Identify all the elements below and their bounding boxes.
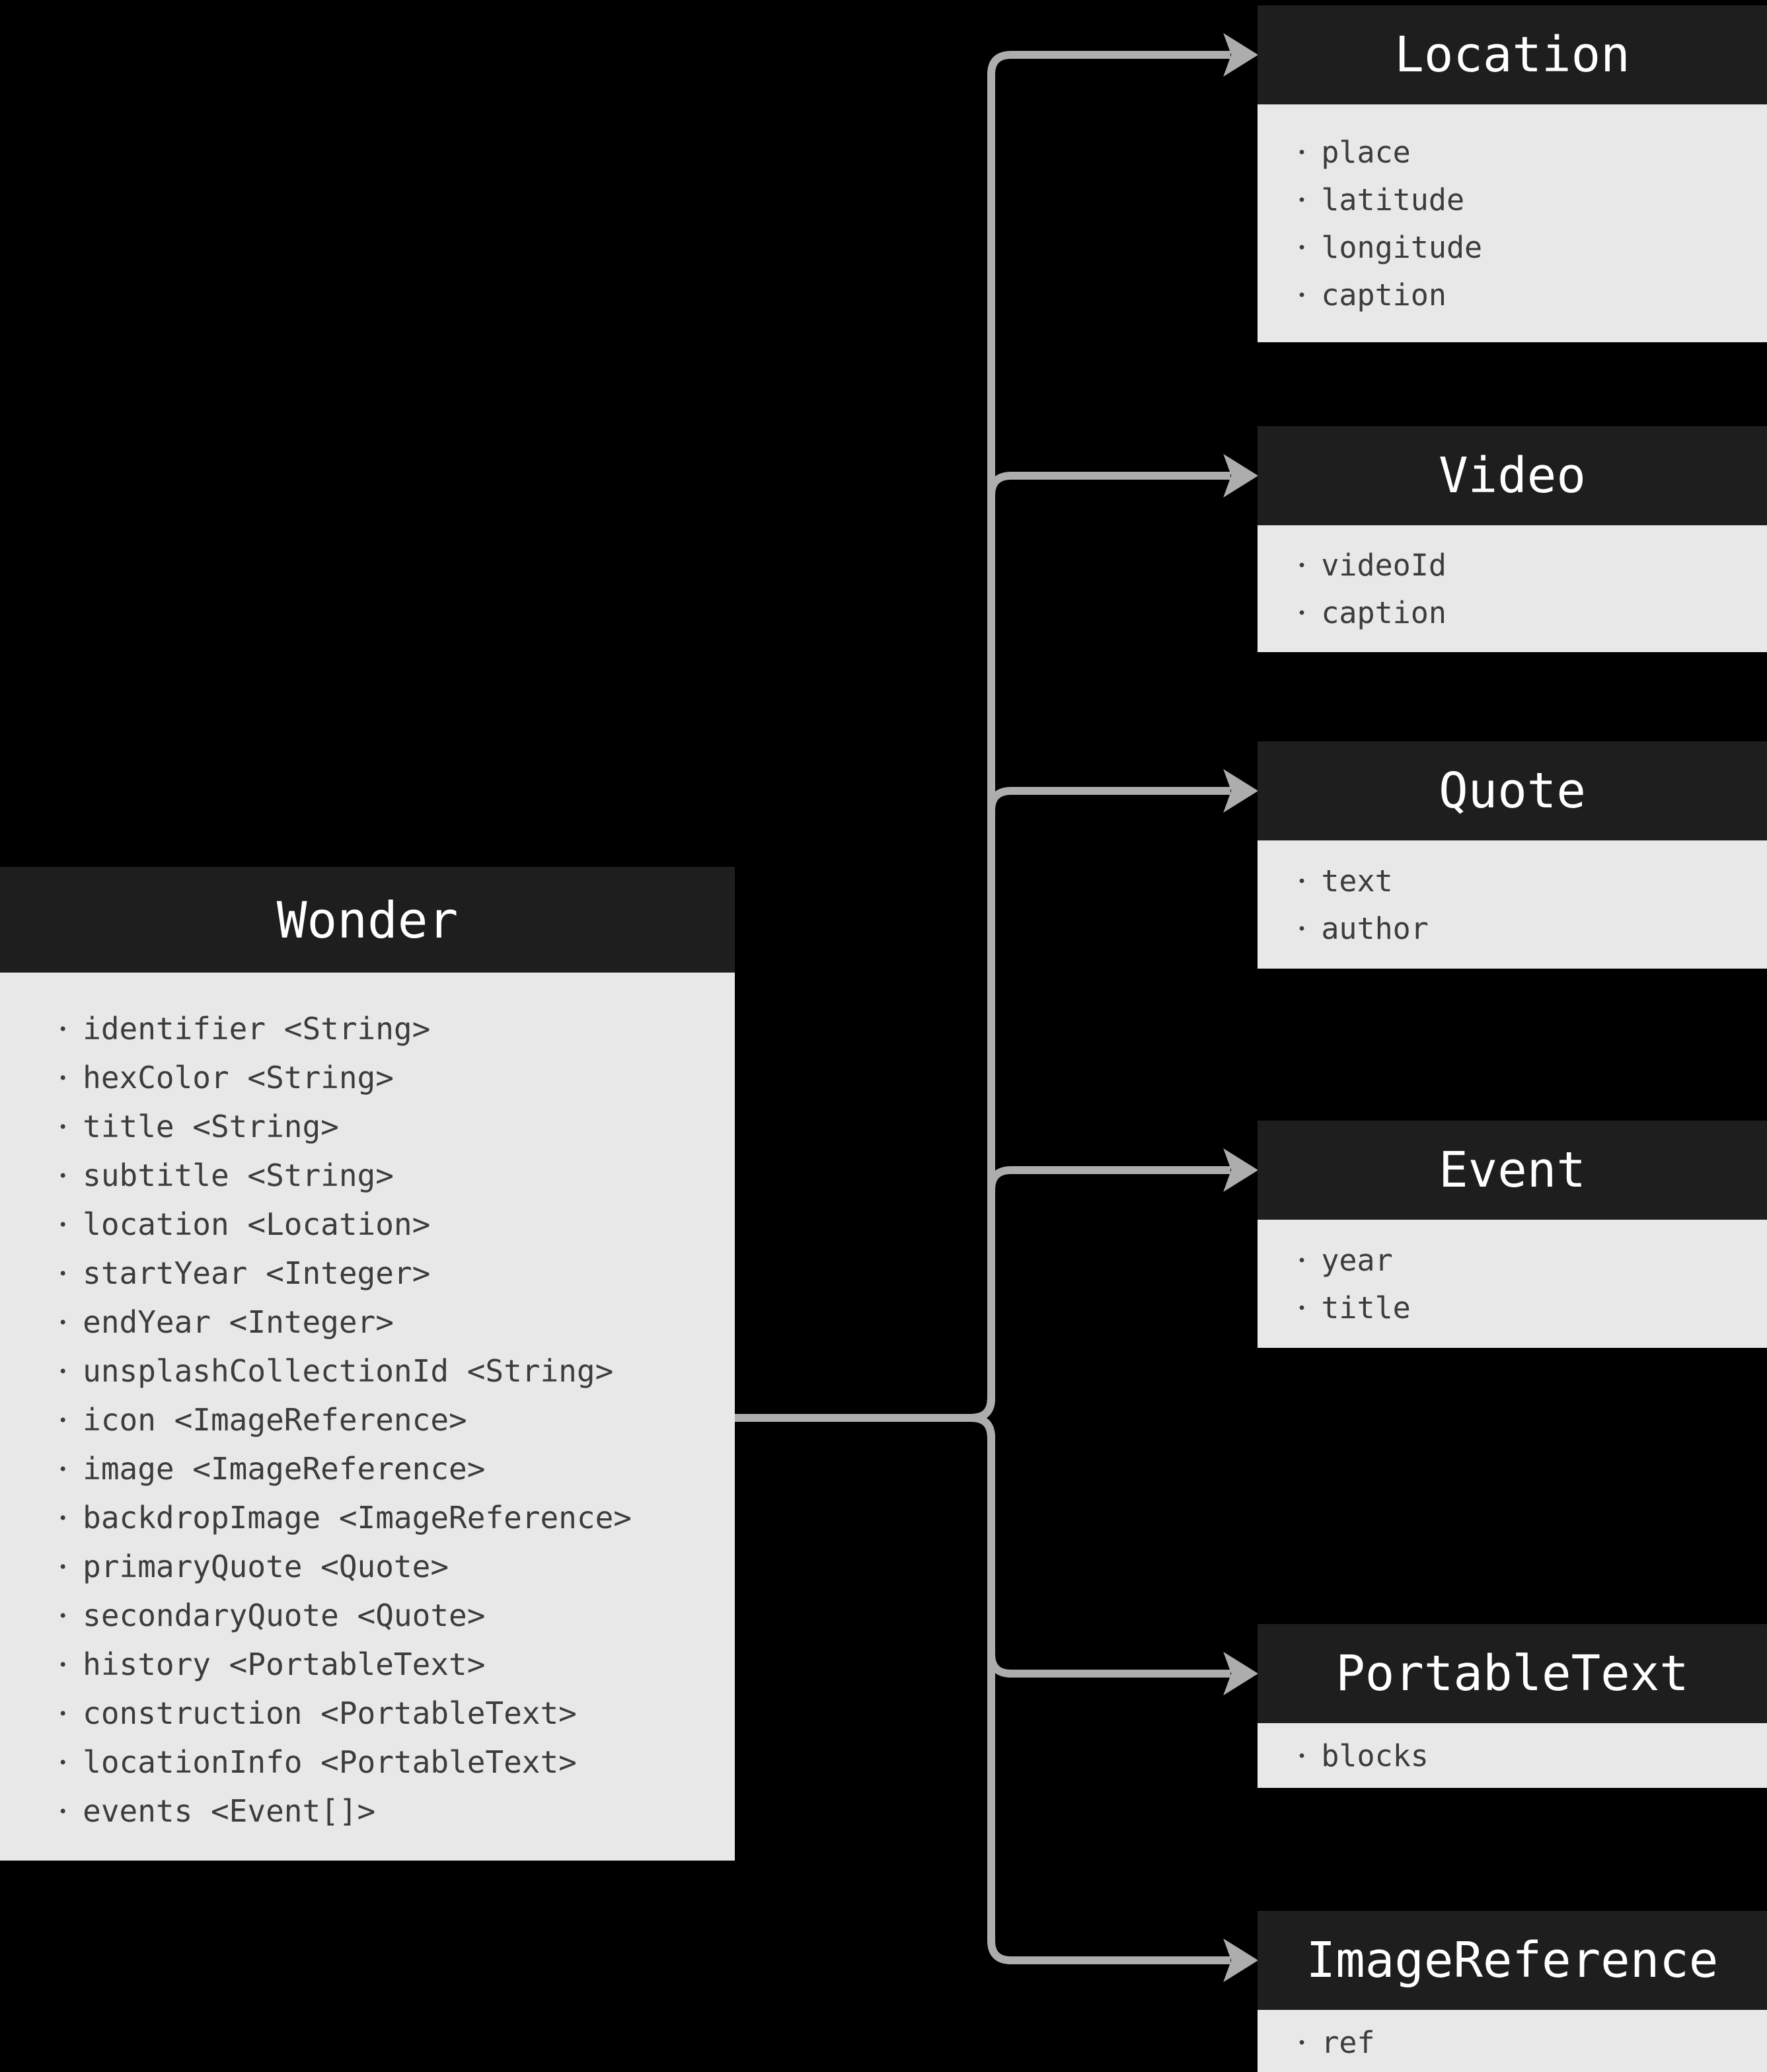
- entity-video-header: Video: [1258, 426, 1767, 525]
- field-item: subtitle <String>: [58, 1151, 722, 1200]
- field-item: secondaryQuote <Quote>: [58, 1591, 722, 1640]
- entity-video-field-list: videoId caption: [1258, 525, 1767, 652]
- entity-location-title: Location: [1394, 26, 1630, 83]
- entity-quote: Quote text author: [1258, 741, 1767, 969]
- connector-wonder-to-quote: [733, 769, 1259, 1422]
- entity-quote-title: Quote: [1439, 762, 1586, 819]
- entity-event-header: Event: [1258, 1121, 1767, 1220]
- field-item: locationInfo <PortableText>: [58, 1738, 722, 1787]
- field-item: place: [1297, 128, 1767, 176]
- entity-quote-field-list: text author: [1258, 840, 1767, 969]
- field-item: caption: [1297, 589, 1767, 636]
- field-item: title: [1297, 1284, 1767, 1331]
- entity-imagereference-field-list: ref: [1258, 2010, 1767, 2072]
- entity-location-field-list: place latitude longitude caption: [1258, 104, 1767, 342]
- field-item: ref: [1297, 2018, 1767, 2066]
- entity-event-field-list: year title: [1258, 1220, 1767, 1348]
- field-item: endYear <Integer>: [58, 1298, 722, 1347]
- entity-event: Event year title: [1258, 1121, 1767, 1348]
- field-item: history <PortableText>: [58, 1640, 722, 1689]
- field-item: title <String>: [58, 1102, 722, 1151]
- field-item: year: [1297, 1236, 1767, 1284]
- entity-wonder-header: Wonder: [0, 867, 735, 973]
- entity-imagereference-header: ImageReference: [1258, 1911, 1767, 2010]
- entity-portabletext-header: PortableText: [1258, 1624, 1767, 1723]
- field-item: startYear <Integer>: [58, 1249, 722, 1298]
- field-item: unsplashCollectionId <String>: [58, 1347, 722, 1395]
- field-item: videoId: [1297, 541, 1767, 589]
- field-item: location <Location>: [58, 1200, 722, 1249]
- field-item: text: [1297, 857, 1767, 905]
- field-item: longitude: [1297, 223, 1767, 271]
- entity-location: Location place latitude longitude captio…: [1258, 5, 1767, 342]
- field-item: hexColor <String>: [58, 1053, 722, 1102]
- field-item: latitude: [1297, 176, 1767, 223]
- entity-portabletext-title: PortableText: [1335, 1645, 1689, 1702]
- field-item: construction <PortableText>: [58, 1689, 722, 1738]
- field-item: image <ImageReference>: [58, 1444, 722, 1493]
- connector-wonder-to-location: [733, 33, 1259, 1422]
- field-item: events <Event[]>: [58, 1787, 722, 1835]
- connector-wonder-to-event: [733, 1148, 1259, 1422]
- entity-wonder: Wonder identifier <String> hexColor <Str…: [0, 867, 735, 1861]
- entity-wonder-title: Wonder: [276, 890, 459, 949]
- field-item: backdropImage <ImageReference>: [58, 1493, 722, 1542]
- entity-imagereference-title: ImageReference: [1306, 1932, 1719, 1989]
- field-item: blocks: [1297, 1732, 1767, 1779]
- entity-imagereference: ImageReference ref: [1258, 1911, 1767, 2072]
- entity-quote-header: Quote: [1258, 741, 1767, 840]
- entity-location-header: Location: [1258, 5, 1767, 104]
- entity-video: Video videoId caption: [1258, 426, 1767, 652]
- field-item: icon <ImageReference>: [58, 1395, 722, 1444]
- field-item: caption: [1297, 271, 1767, 318]
- field-item: identifier <String>: [58, 1004, 722, 1053]
- field-item: author: [1297, 905, 1767, 952]
- entity-portabletext: PortableText blocks: [1258, 1624, 1767, 1788]
- entity-portabletext-field-list: blocks: [1258, 1723, 1767, 1788]
- connector-wonder-to-video: [733, 454, 1259, 1422]
- field-item: primaryQuote <Quote>: [58, 1542, 722, 1591]
- entity-event-title: Event: [1439, 1142, 1586, 1199]
- entity-video-title: Video: [1439, 447, 1586, 504]
- connector-wonder-to-portabletext: [733, 1414, 1259, 1695]
- entity-wonder-field-list: identifier <String> hexColor <String> ti…: [0, 973, 735, 1861]
- connector-wonder-to-imagereference: [733, 1414, 1259, 1982]
